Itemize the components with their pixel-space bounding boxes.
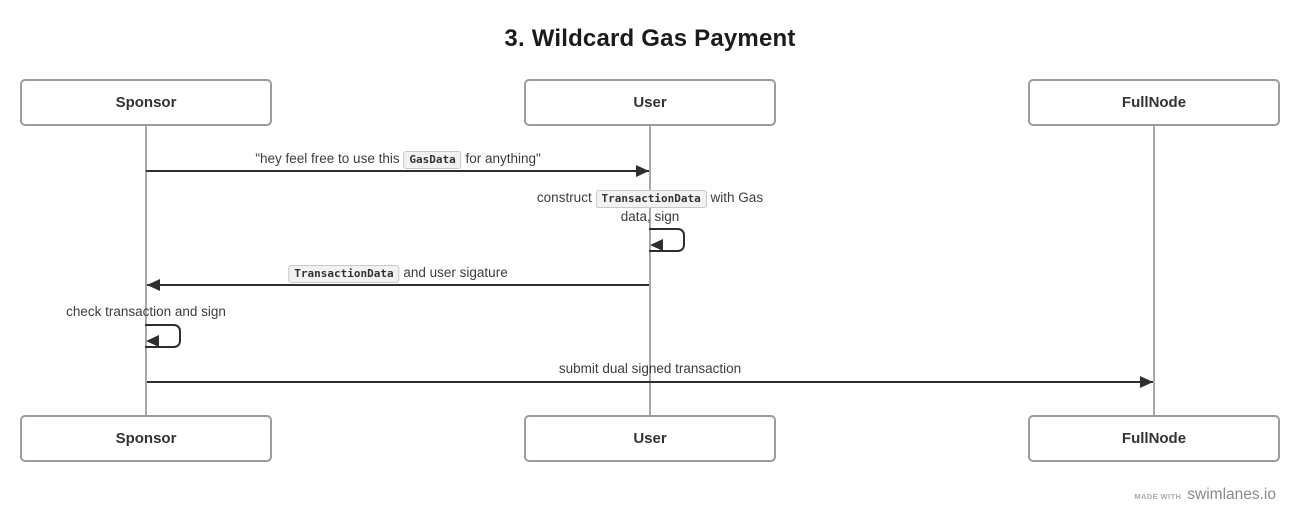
message-arrow-sponsor-to-fullnode: [147, 381, 1153, 383]
code-chip-transactiondata: TransactionData: [595, 190, 707, 208]
footer: MADE WITH swimlanes.io: [1134, 486, 1276, 504]
actor-label: Sponsor: [115, 94, 177, 111]
actor-box-fullnode-bottom: FullNode: [1028, 415, 1280, 462]
code-chip-transactiondata: TransactionData: [288, 265, 400, 283]
message-text: with Gas: [706, 190, 764, 205]
actor-label: User: [633, 94, 667, 111]
message-label-txdata-signature: TransactionData and user sigature: [288, 264, 508, 283]
actor-box-user-bottom: User: [524, 415, 776, 462]
actor-label: User: [633, 430, 667, 447]
message-text: data, sign: [620, 209, 680, 224]
message-label-submit-transaction: submit dual signed transaction: [559, 360, 741, 378]
message-arrow-sponsor-to-user: [146, 170, 649, 172]
code-chip-gasdata: GasData: [403, 151, 462, 169]
arrowhead-left-icon: [147, 279, 160, 291]
lifeline-user: [649, 126, 651, 415]
message-arrow-user-to-sponsor: [147, 284, 649, 286]
arrowhead-left-icon: [650, 239, 663, 251]
self-arrow-loop-user: [649, 228, 685, 252]
message-text: and user sigature: [399, 265, 508, 280]
lifeline-fullnode: [1153, 126, 1155, 415]
message-text: check transaction and sign: [66, 304, 226, 319]
actor-label: FullNode: [1121, 94, 1187, 111]
message-label-construct-txdata: construct TransactionData with Gas data,…: [537, 189, 763, 226]
message-label-check-and-sign: check transaction and sign: [66, 303, 226, 321]
message-text: submit dual signed transaction: [558, 361, 742, 376]
arrowhead-right-icon: [1140, 376, 1153, 388]
lifeline-sponsor: [145, 126, 147, 415]
actor-box-user-top: User: [524, 79, 776, 126]
message-text: for anything": [461, 151, 541, 166]
actor-label: FullNode: [1121, 430, 1187, 447]
made-with-label: MADE WITH: [1134, 492, 1182, 501]
arrowhead-left-icon: [146, 335, 159, 347]
self-arrow-loop-sponsor: [145, 324, 181, 348]
actor-label: Sponsor: [115, 430, 177, 447]
message-label-gasdata-offer: "hey feel free to use this GasData for a…: [255, 150, 541, 169]
message-text: construct: [536, 190, 596, 205]
message-text: "hey feel free to use this: [255, 151, 404, 166]
diagram-title: 3. Wildcard Gas Payment: [504, 25, 796, 52]
actor-box-fullnode-top: FullNode: [1028, 79, 1280, 126]
actor-box-sponsor-bottom: Sponsor: [20, 415, 272, 462]
actor-box-sponsor-top: Sponsor: [20, 79, 272, 126]
swimlanes-brand-link[interactable]: swimlanes.io: [1187, 486, 1276, 503]
arrowhead-right-icon: [636, 165, 649, 177]
